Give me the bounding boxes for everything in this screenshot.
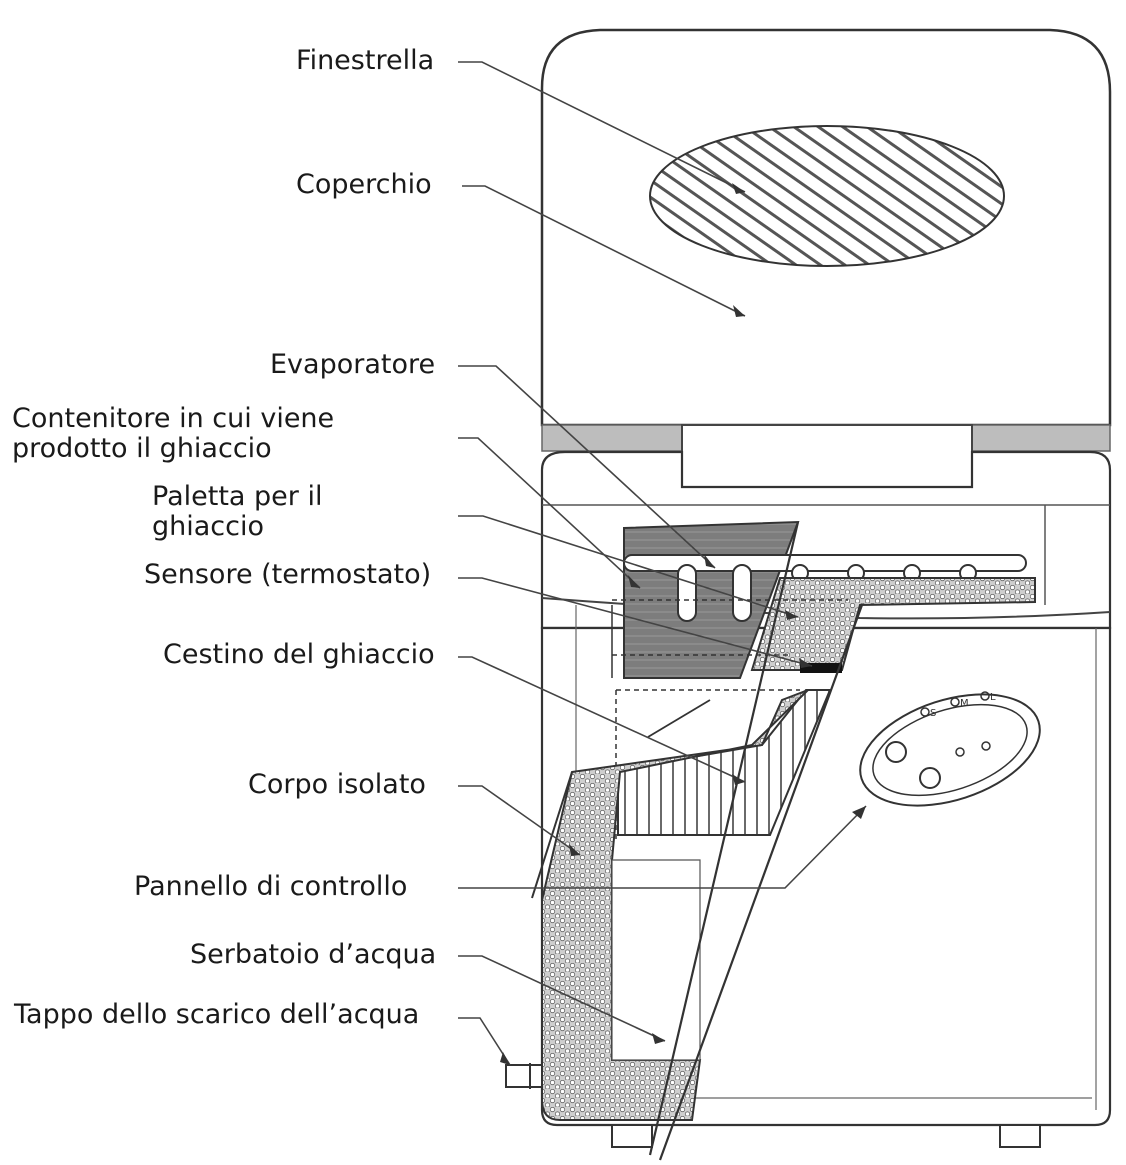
label-tappo: Tappo dello scarico dell’acqua [14,999,420,1030]
insulation-top [750,577,1036,671]
label-serbatoio: Serbatoio d’acqua [190,939,437,970]
arrow-heads [500,183,866,1065]
lid-tab [681,424,973,488]
foot-left [611,1124,653,1148]
drain-plug [505,1063,543,1089]
label-contenitore-line2: prodotto il ghiaccio [12,433,272,464]
window [649,125,1005,267]
size-m-label: M [960,698,969,709]
control-panel: S M L [859,691,1041,807]
label-sensore: Sensore (termostato) [144,559,432,590]
label-contenitore-line1: Contenitore in cui viene [12,403,335,434]
label-corpo: Corpo isolato [248,769,426,800]
label-contenitore: Contenitore in cui viene prodotto il ghi… [12,404,334,464]
label-evaporatore: Evaporatore [270,349,436,380]
insulated-body [541,689,809,1121]
sensor [800,663,842,673]
leader-lines [458,61,867,1066]
evaporator-rail [623,554,1027,572]
label-finestrella: Finestrella [296,45,435,76]
label-coperchio: Coperchio [296,169,432,200]
label-paletta-line1: Paletta per il [152,481,323,512]
foot-right [999,1124,1041,1148]
water-tank [611,859,701,1061]
label-pannello: Pannello di controllo [134,871,408,902]
size-s-label: S [930,708,936,719]
size-l-label: L [990,692,996,703]
label-paletta: Paletta per il ghiaccio [152,482,322,542]
label-cestino: Cestino del ghiaccio [163,639,435,670]
label-paletta-line2: ghiaccio [152,511,265,542]
